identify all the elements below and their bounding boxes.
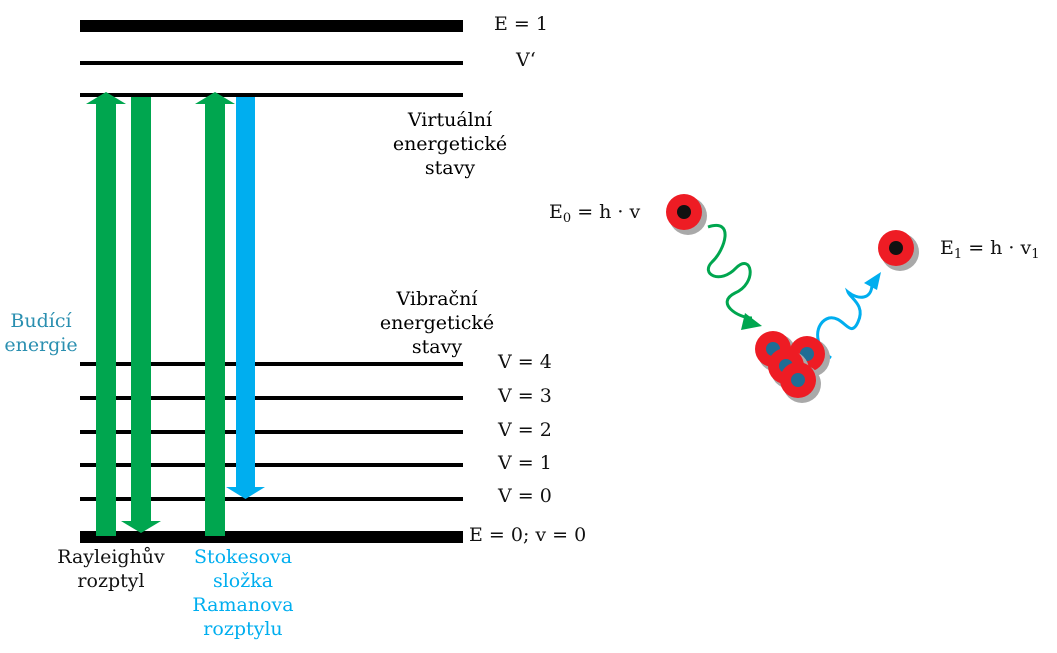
label-outgoing-photon-energy: E1 = h · v1	[940, 236, 1040, 267]
e1-symbol: E	[940, 237, 954, 259]
transition-arrows	[86, 92, 265, 536]
wavy-arrow-icon	[706, 223, 762, 330]
virtual-line-3: stavy	[424, 157, 476, 179]
arrow-up-icon	[86, 92, 126, 536]
level-v2	[80, 430, 463, 434]
level-virtual	[80, 93, 463, 97]
e1-tail-subscript: 1	[1031, 247, 1040, 262]
level-e0	[80, 531, 463, 543]
energy-levels	[80, 20, 463, 543]
virtual-line-1: Virtuální	[407, 109, 493, 131]
arrow-down-icon	[226, 97, 265, 499]
e1-subscript: 1	[953, 247, 963, 262]
level-v-prime	[80, 61, 463, 65]
vibrational-line-1: Vibrační	[396, 288, 478, 310]
rayleigh-line-2: rozptyl	[77, 570, 145, 592]
excitation-line-1: Budící	[10, 310, 72, 332]
molecule-cluster	[755, 331, 830, 403]
vibrational-line-3: stavy	[411, 336, 463, 358]
label-v0: V = 0	[498, 485, 552, 507]
e0-rest: = h · v	[571, 201, 641, 223]
virtual-line-2: energetické	[392, 133, 508, 155]
particle-icon	[780, 362, 821, 403]
level-v1	[80, 463, 463, 467]
label-rayleigh-scattering: Rayleighův rozptyl	[46, 545, 176, 593]
e0-subscript: 0	[562, 211, 572, 226]
e0-symbol: E	[549, 201, 563, 223]
label-e1: E = 1	[494, 13, 548, 35]
label-incoming-photon-energy: E0 = h · v	[549, 200, 640, 231]
level-v3	[80, 396, 463, 400]
rayleigh-line-1: Rayleighův	[57, 546, 165, 568]
arrow-down-icon	[121, 97, 161, 533]
stokes-line-4: rozptylu	[203, 618, 283, 640]
arrow-up-icon	[195, 92, 235, 536]
label-v2: V = 2	[498, 419, 552, 441]
e1-rest: = h · v	[962, 237, 1032, 259]
label-v-prime: V‘	[516, 49, 536, 71]
label-vibrational-states: Vibrační energetické stavy	[357, 287, 517, 359]
label-v4: V = 4	[498, 351, 552, 373]
stokes-line-1: Stokesova	[193, 546, 293, 568]
label-v3: V = 3	[498, 385, 552, 407]
excitation-line-2: energie	[4, 334, 78, 356]
label-virtual-states: Virtuální energetické stavy	[370, 108, 530, 180]
label-stokes-raman: Stokesova složka Ramanova rozptylu	[178, 545, 308, 641]
vibrational-line-2: energetické	[379, 312, 495, 334]
particles	[666, 194, 919, 403]
label-v1: V = 1	[498, 452, 552, 474]
level-e1	[80, 20, 463, 32]
label-excitation-energy: Budící energie	[0, 309, 82, 357]
stokes-line-3: Ramanova	[192, 594, 294, 616]
wavy-arrow-icon	[816, 272, 881, 360]
level-v4	[80, 362, 463, 366]
particle-icon	[878, 230, 919, 271]
label-e0: E = 0; v = 0	[469, 524, 587, 546]
stokes-line-2: složka	[212, 570, 274, 592]
particle-icon	[666, 194, 707, 235]
level-v0	[80, 497, 463, 501]
